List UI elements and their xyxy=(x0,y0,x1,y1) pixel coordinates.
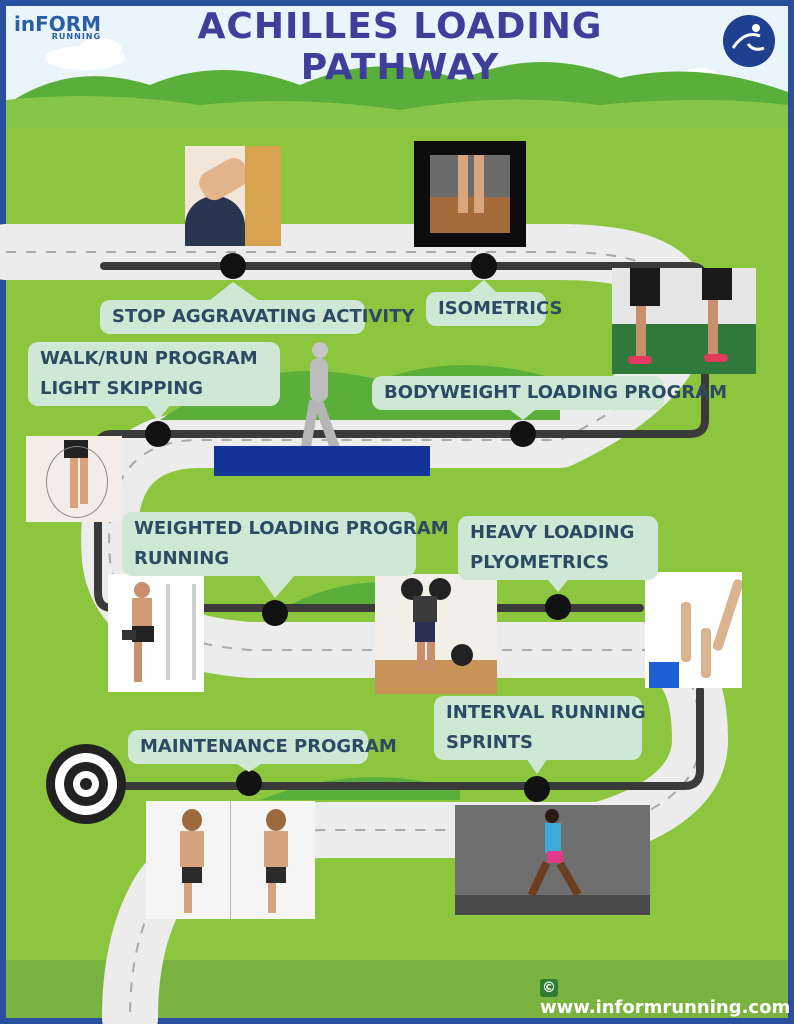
runner-logo-icon xyxy=(723,15,775,67)
milestone-dots xyxy=(145,253,571,802)
stage-label-line-1: INTERVAL RUNNING xyxy=(446,702,646,723)
stage-interval-running: INTERVAL RUNNING SPRINTS xyxy=(434,696,646,760)
target-icon xyxy=(46,744,126,824)
stage-label-line-1: HEAVY LOADING xyxy=(470,522,635,543)
page-title: ACHILLES LOADING PATHWAY xyxy=(197,6,603,88)
photo-maintenance-calf-raise xyxy=(146,801,315,919)
photo-heavy-loading xyxy=(375,574,497,694)
photo-plyometrics xyxy=(645,572,742,688)
logo-subtext: RUNNING xyxy=(51,32,102,41)
stage-heavy-loading: HEAVY LOADING PLYOMETRICS xyxy=(458,516,658,580)
stage-weighted-loading: WEIGHTED LOADING PROGRAM RUNNING xyxy=(122,512,449,576)
treadmill-base xyxy=(214,446,430,476)
photo-bodyweight-calf-raise xyxy=(612,268,756,374)
stage-label-line-2: PLYOMETRICS xyxy=(470,552,610,573)
stage-label-line-2: RUNNING xyxy=(134,548,230,569)
photo-sprinting xyxy=(455,805,650,915)
stage-label: MAINTENANCE PROGRAM xyxy=(140,736,397,757)
stage-label-line-1: WEIGHTED LOADING PROGRAM xyxy=(134,518,449,539)
copyright-icon: © xyxy=(540,979,558,997)
stage-stop-aggravating-activity: STOP AGGRAVATING ACTIVITY xyxy=(100,300,414,334)
photo-isometric-calf-raise xyxy=(414,141,526,247)
brand-logo: inFORM RUNNING xyxy=(14,12,101,41)
stage-label-line-2: SPRINTS xyxy=(446,732,534,753)
photo-running-figure xyxy=(298,342,342,468)
footer-credit: © www.informrunning.com xyxy=(540,976,794,1018)
photo-weighted-calf-raise xyxy=(108,574,204,692)
stage-maintenance-program: MAINTENANCE PROGRAM xyxy=(128,730,397,764)
logo-text: inFORM xyxy=(14,12,102,36)
stage-label: ISOMETRICS xyxy=(438,298,563,319)
stage-label: BODYWEIGHT LOADING PROGRAM xyxy=(384,382,728,403)
website-url[interactable]: www.informrunning.com xyxy=(540,997,791,1018)
stage-walk-run-program: WALK/RUN PROGRAM LIGHT SKIPPING xyxy=(28,342,280,406)
stage-label-line-1: WALK/RUN PROGRAM xyxy=(40,348,258,369)
stage-isometrics: ISOMETRICS xyxy=(426,292,563,326)
stage-label-line-2: LIGHT SKIPPING xyxy=(40,378,204,399)
photo-light-skipping xyxy=(26,436,122,522)
photo-feet-elevated xyxy=(185,146,281,246)
stage-bodyweight-loading: BODYWEIGHT LOADING PROGRAM xyxy=(372,376,727,410)
stage-label: STOP AGGRAVATING ACTIVITY xyxy=(112,306,415,327)
